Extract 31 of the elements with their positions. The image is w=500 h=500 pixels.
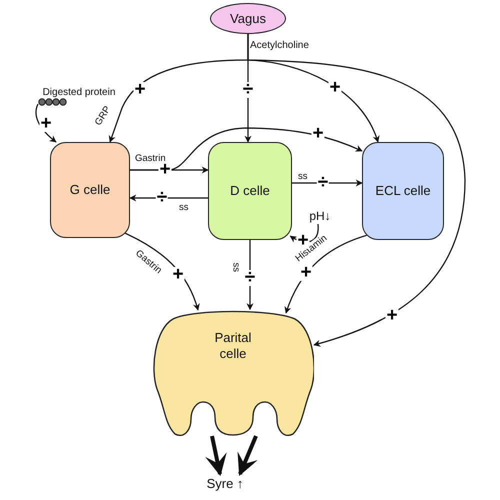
cell-label: G celle xyxy=(70,182,110,198)
effect-sign: + xyxy=(171,267,185,283)
arrow xyxy=(35,104,57,142)
cell-box xyxy=(50,142,130,238)
arrow xyxy=(246,240,254,310)
acid-label: Syre ↑ xyxy=(206,476,244,490)
effect-sign: ÷ xyxy=(242,82,254,98)
node-label: Vagus xyxy=(230,11,266,26)
edge-label: ss xyxy=(178,202,190,213)
input-label: Digested protein xyxy=(42,86,116,98)
cell-label: ECL celle xyxy=(375,182,431,200)
cell-box xyxy=(208,142,292,240)
arrow xyxy=(124,232,200,311)
cell-box xyxy=(362,142,444,240)
effect-sign: + xyxy=(39,116,53,132)
cell-label: D celle xyxy=(230,182,270,200)
arrow xyxy=(130,127,363,171)
effect-sign: ÷ xyxy=(244,270,256,286)
arrow xyxy=(205,436,227,476)
arrow xyxy=(284,234,367,314)
cell-label: Parital celle xyxy=(214,330,252,362)
edge-label: ss xyxy=(230,262,242,273)
arrow xyxy=(247,34,466,347)
arrow xyxy=(292,180,363,186)
edge-label: ss xyxy=(297,171,308,182)
ph-label: pH↓ xyxy=(309,209,331,223)
arrow xyxy=(129,194,208,202)
effect-sign: + xyxy=(299,265,313,281)
transmitter-label: Acetylcholine xyxy=(250,40,309,51)
edge-label: Gastrin xyxy=(134,153,167,164)
arrow xyxy=(238,435,258,476)
